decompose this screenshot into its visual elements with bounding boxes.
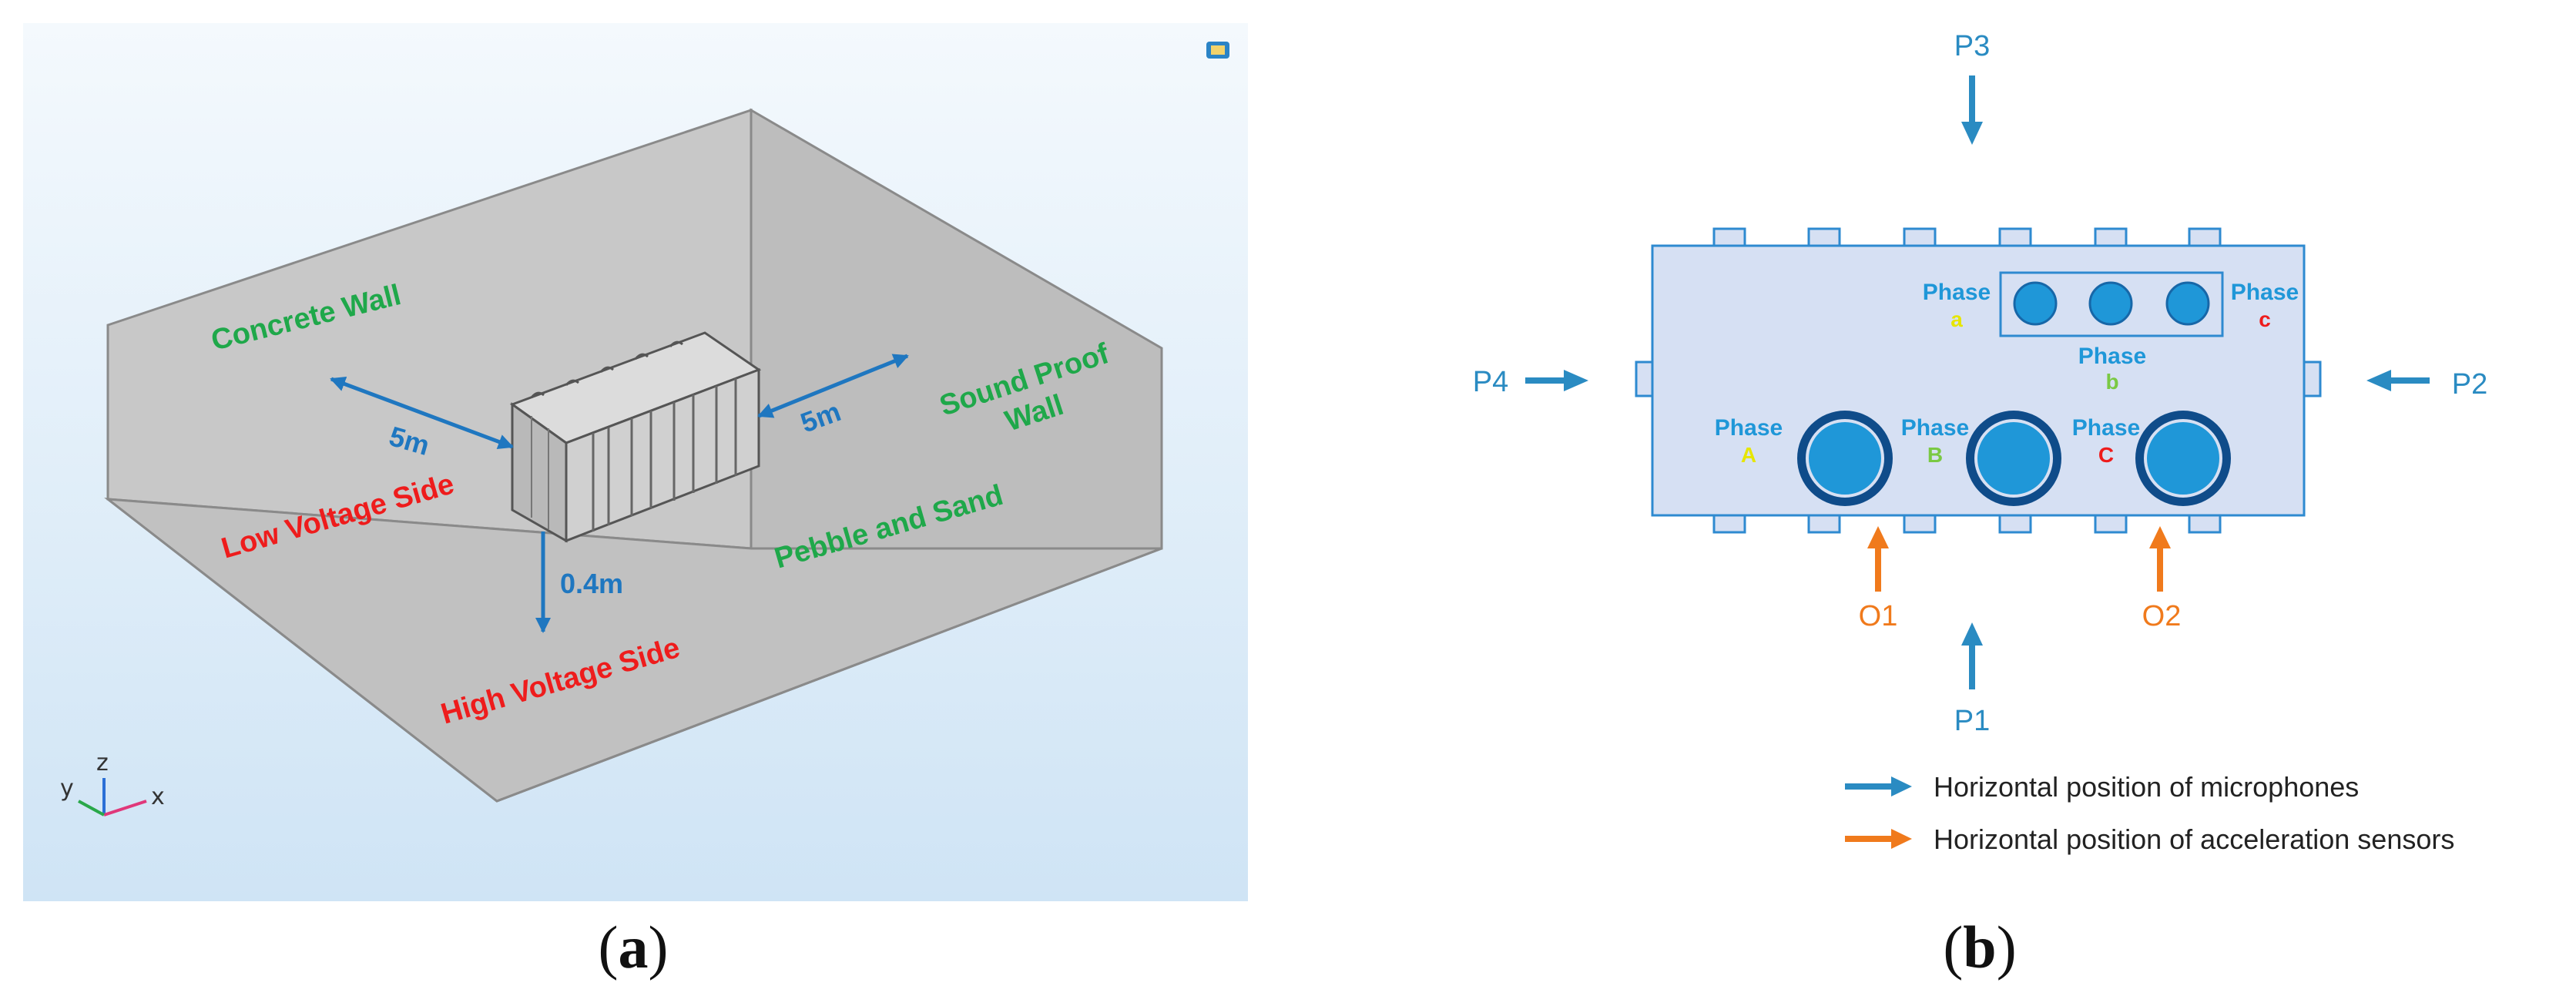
- tank-fins-top: [1712, 227, 2222, 247]
- legend-accel-label: Horizontal position of acceleration sens…: [1934, 823, 2454, 855]
- bushing-small-b: [2088, 281, 2133, 326]
- tank-fin-left: [1635, 361, 1655, 397]
- accel-arrow-o1: [1867, 526, 1889, 592]
- mic-arrow-p4: [1525, 370, 1588, 391]
- bushing-small-c: [2165, 281, 2210, 326]
- phase-small-a-word: Phase: [1923, 280, 1991, 305]
- probe-o2-label: O2: [2142, 600, 2182, 632]
- axis-label-z: z: [96, 750, 109, 776]
- axis-label-x: x: [151, 783, 165, 810]
- panel-a: Concrete Wall Sound Proof Wall Low Volta…: [23, 23, 1248, 901]
- phase-big-A-letter: A: [1741, 443, 1756, 467]
- bushing-big-A: [1797, 411, 1893, 506]
- probe-o1-label: O1: [1859, 600, 1898, 632]
- phase-big-B-word: Phase: [1901, 415, 1969, 441]
- tank-fins-bottom: [1712, 514, 2222, 534]
- dim-arrow-left: [330, 376, 514, 450]
- caption-b: (b): [1943, 914, 2017, 981]
- panel-b: Phase a Phase b Phase c Phase A Phase B …: [1473, 30, 2487, 855]
- caption-a: (a): [598, 914, 669, 981]
- bushing-small-a: [2013, 281, 2058, 326]
- phase-small-b-word: Phase: [2078, 344, 2146, 369]
- phase-small-a-letter: a: [1950, 307, 1963, 331]
- phase-small-c-letter: c: [2259, 307, 2271, 331]
- phase-big-B-letter: B: [1927, 443, 1943, 467]
- phase-big-A-word: Phase: [1715, 415, 1783, 441]
- phase-big-C-letter: C: [2098, 443, 2114, 467]
- phase-small-c-word: Phase: [2231, 280, 2299, 305]
- transformer-box: [509, 331, 762, 543]
- window-icon: [1206, 42, 1229, 59]
- axis-triad: z x y: [60, 750, 165, 817]
- probe-p2-label: P2: [2452, 368, 2487, 401]
- tank-fin-right: [2302, 361, 2322, 397]
- caption-b-letter: b: [1963, 914, 1997, 981]
- legend: Horizontal position of microphones Horiz…: [1845, 771, 2454, 855]
- axis-label-y: y: [60, 775, 74, 802]
- dim-arrow-right: [757, 354, 909, 418]
- low-voltage-bushing-frame: [1999, 271, 2224, 337]
- probe-p4-label: P4: [1473, 366, 1508, 398]
- phase-small-b-letter: b: [2105, 370, 2118, 394]
- caption-a-letter: a: [618, 914, 649, 981]
- mic-arrow-p1: [1961, 622, 1983, 689]
- bushing-big-C: [2135, 411, 2231, 506]
- mic-arrow-p2: [2366, 370, 2430, 391]
- mic-arrow-p3: [1961, 75, 1983, 145]
- accel-arrow-o2: [2149, 526, 2171, 592]
- probe-p3-label: P3: [1954, 30, 1990, 62]
- legend-accel-arrow: [1845, 829, 1912, 849]
- legend-mic-label: Horizontal position of microphones: [1934, 771, 2359, 803]
- phase-big-C-word: Phase: [2072, 415, 2140, 441]
- bushing-big-B: [1966, 411, 2061, 506]
- legend-mic-arrow: [1845, 776, 1912, 796]
- probe-p1-label: P1: [1954, 705, 1990, 737]
- label-dim-depth: 0.4m: [560, 568, 623, 599]
